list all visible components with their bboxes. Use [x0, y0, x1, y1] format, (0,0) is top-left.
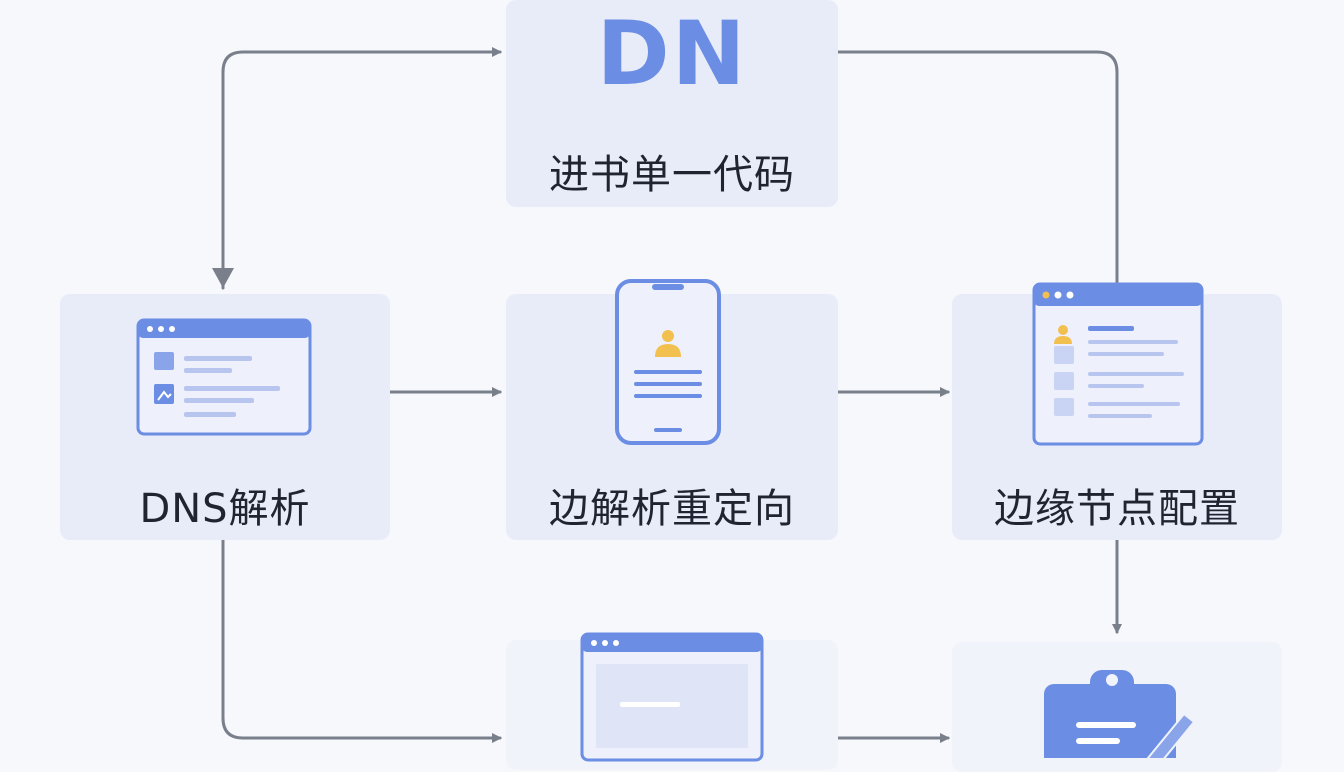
mobile-phone-icon: [615, 279, 721, 445]
connector-layer: [212, 47, 1122, 743]
browser-window-icon: [580, 632, 764, 762]
node-dns-label: DNS解析: [139, 486, 311, 532]
node-dns-card: DNS解析: [60, 294, 390, 540]
browser-window-icon: [136, 318, 312, 436]
clipboard-edit-icon: [1044, 670, 1196, 758]
connector-dns-to-top: [221, 47, 502, 290]
node-bottom-right-card: [952, 642, 1282, 772]
node-redirect-card: 边解析重定向: [506, 279, 838, 540]
node-edge-label: 边缘节点配置: [994, 486, 1240, 532]
connector-dns-to-bottom: [221, 538, 502, 743]
node-bottom-center-card: [506, 632, 838, 770]
node-edge-card: 边缘节点配置: [952, 282, 1282, 540]
node-top-card: DN 进书单一代码: [506, 0, 838, 207]
node-redirect-label: 边解析重定向: [549, 486, 795, 532]
connector-top-to-edge: [836, 50, 1119, 292]
dn-logo: DN: [596, 2, 748, 105]
node-top-label: 进书单一代码: [549, 152, 795, 198]
config-window-icon: [1032, 282, 1204, 446]
arrowhead-into-dns: [212, 268, 234, 288]
